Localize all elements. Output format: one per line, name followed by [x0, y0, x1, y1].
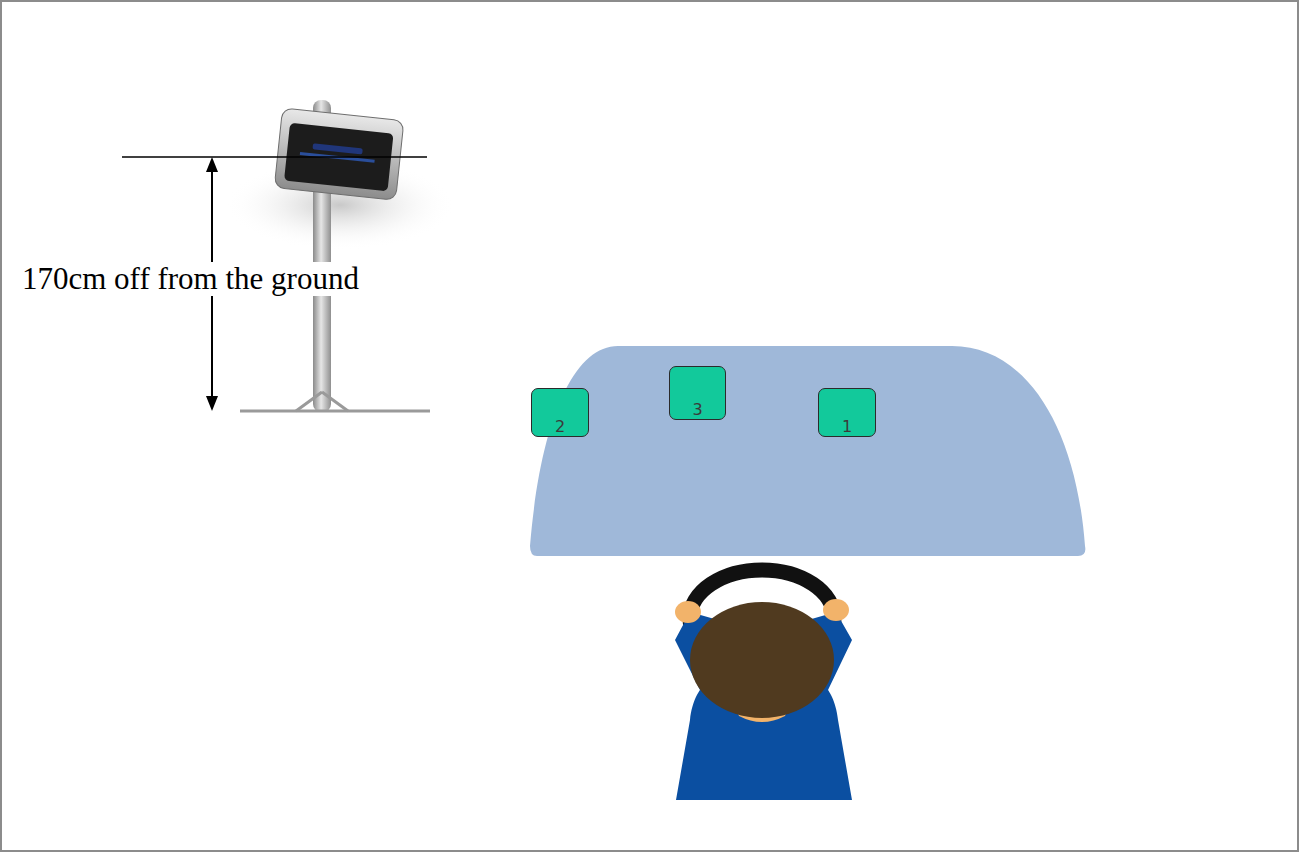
dashboard — [530, 346, 1085, 556]
dimension-arrowhead — [206, 396, 218, 411]
driver-figure — [675, 570, 852, 800]
kiosk-display — [225, 100, 455, 412]
driver-hand — [823, 599, 849, 621]
kiosk-base — [240, 410, 430, 413]
kiosk-feet — [296, 392, 348, 411]
marker-box: 1 — [818, 388, 876, 437]
dimension-reference-line — [122, 156, 427, 158]
dimension-arrowhead — [206, 157, 218, 172]
kiosk-screen-logo — [312, 143, 362, 154]
box-number: 3 — [692, 402, 702, 418]
marker-box: 2 — [531, 388, 589, 437]
driver-head — [690, 602, 834, 718]
box-number: 1 — [842, 419, 852, 435]
marker-box: 3 — [669, 366, 726, 420]
driver-hand — [675, 601, 701, 623]
box-number: 2 — [555, 419, 565, 435]
kiosk-bezel — [274, 108, 404, 200]
dimension-label: 170cm off from the ground — [20, 262, 361, 296]
